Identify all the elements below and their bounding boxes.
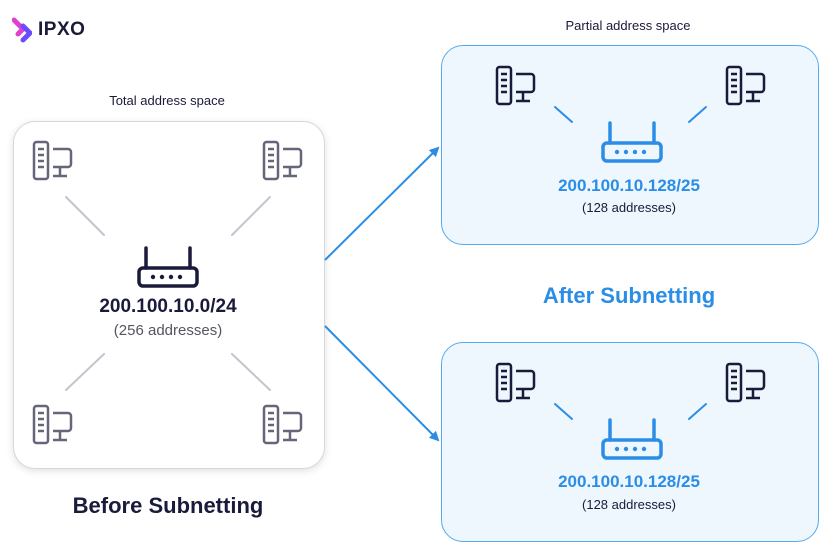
computer-icon [31,139,75,183]
arrow-icon-to-bottom-subnet [324,325,440,442]
link-line-before-bl [65,353,105,391]
link-line-top-left [554,106,573,123]
subnet-bottom-address-count: (128 addresses) [582,497,676,512]
subnet-top-address-count: (128 addresses) [582,200,676,215]
link-line-before-tl [65,196,105,236]
computer-icon [261,403,305,447]
before-subnetting-heading: Before Subnetting [72,493,264,518]
logo-text: IPXO [38,19,86,40]
router-icon [600,119,664,167]
subnet-panel-bottom [441,342,819,542]
router-icon [600,416,664,464]
link-line-bottom-right [688,403,707,420]
computer-icon [724,361,768,405]
subnet-top-cidr-label: 200.100.10.128/25 [558,176,700,195]
link-line-bottom-left [554,403,573,420]
link-line-top-right [688,106,707,123]
before-cidr-label: 200.100.10.0/24 [99,296,237,317]
computer-icon [494,64,538,108]
router-icon [136,244,200,292]
before-address-count: (256 addresses) [113,322,223,339]
subnet-bottom-cidr-label: 200.100.10.128/25 [558,472,700,491]
arrow-icon-to-top-subnet [324,146,440,261]
subnet-panel-top [441,45,819,245]
ipxo-logo-mark [12,17,32,43]
computer-icon [31,403,75,447]
after-subnetting-heading: After Subnetting [542,283,716,308]
link-line-before-tr [231,196,271,236]
computer-icon [494,361,538,405]
ipxo-logo: IPXO [12,16,85,44]
computer-icon [724,64,768,108]
total-address-space-caption: Total address space [109,93,225,108]
link-line-before-br [231,353,271,391]
computer-icon [261,139,305,183]
partial-address-space-caption: Partial address space [565,18,691,33]
